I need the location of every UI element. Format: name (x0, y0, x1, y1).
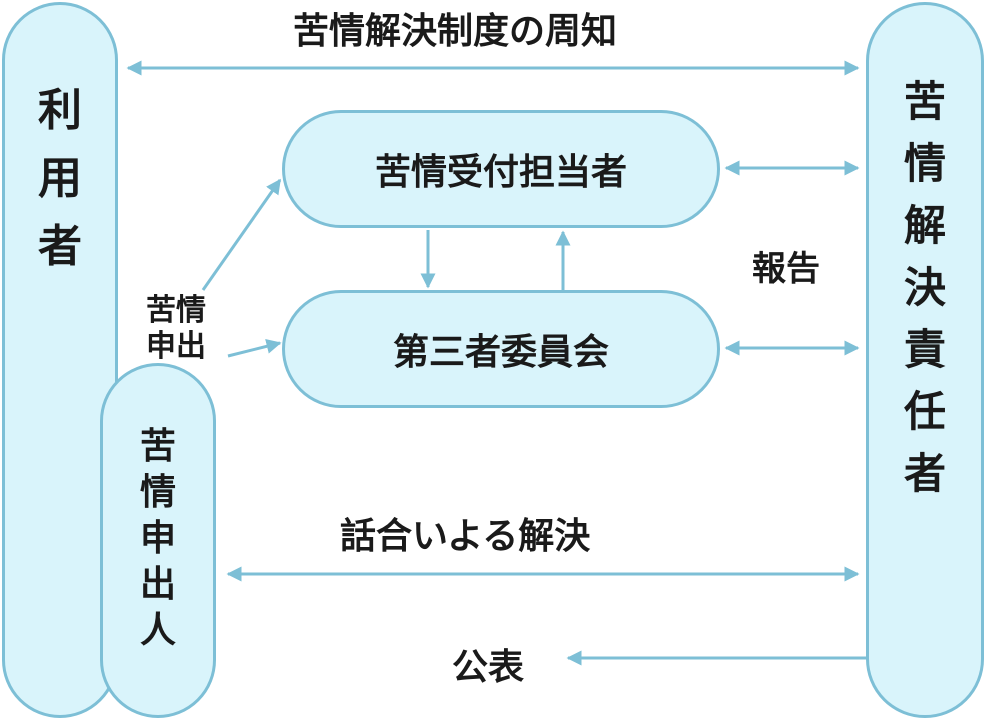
char: 者 (38, 221, 82, 272)
char: 苦 (903, 77, 946, 126)
node-responsible: 苦 情 解 決 責 任 者 (866, 2, 984, 718)
char: 苦 (139, 426, 176, 467)
arrow-complaint-to-reception (201, 178, 282, 291)
char: 出 (139, 564, 176, 605)
label-report: 報告 (752, 249, 820, 289)
label-announce: 公表 (452, 647, 525, 688)
char: 利 (38, 85, 82, 136)
node-complainant: 苦 情 申 出 人 (100, 363, 216, 718)
label-discussion: 話合いよる解決 (340, 516, 591, 557)
char: 人 (139, 610, 176, 651)
char: 責 (903, 325, 946, 374)
char: 申 (139, 518, 176, 559)
node-complainant-label: 苦 情 申 出 人 (140, 424, 176, 654)
char: 解 (903, 201, 946, 250)
char: 者 (903, 449, 946, 498)
node-committee: 第三者委員会 (282, 290, 720, 408)
node-user: 利 用 者 (2, 2, 118, 718)
label-publicize: 苦情解決制度の周知 (293, 11, 618, 52)
char: 情 (903, 139, 946, 188)
char: 決 (903, 263, 946, 312)
node-responsible-label: 苦 情 解 決 責 任 者 (904, 71, 946, 505)
label-complaint-line2: 申出 (146, 329, 206, 364)
node-user-label: 利 用 者 (38, 77, 82, 281)
node-reception-label: 苦情受付担当者 (374, 152, 627, 193)
char: 用 (38, 153, 82, 204)
char: 情 (139, 472, 176, 513)
node-committee-label: 第三者委員会 (392, 332, 609, 373)
label-complaint: 苦情 申出 (146, 293, 206, 365)
arrow-complaint-to-committee (227, 338, 282, 358)
label-complaint-line1: 苦情 (146, 293, 206, 328)
node-reception: 苦情受付担当者 (282, 110, 720, 228)
char: 任 (903, 387, 946, 436)
